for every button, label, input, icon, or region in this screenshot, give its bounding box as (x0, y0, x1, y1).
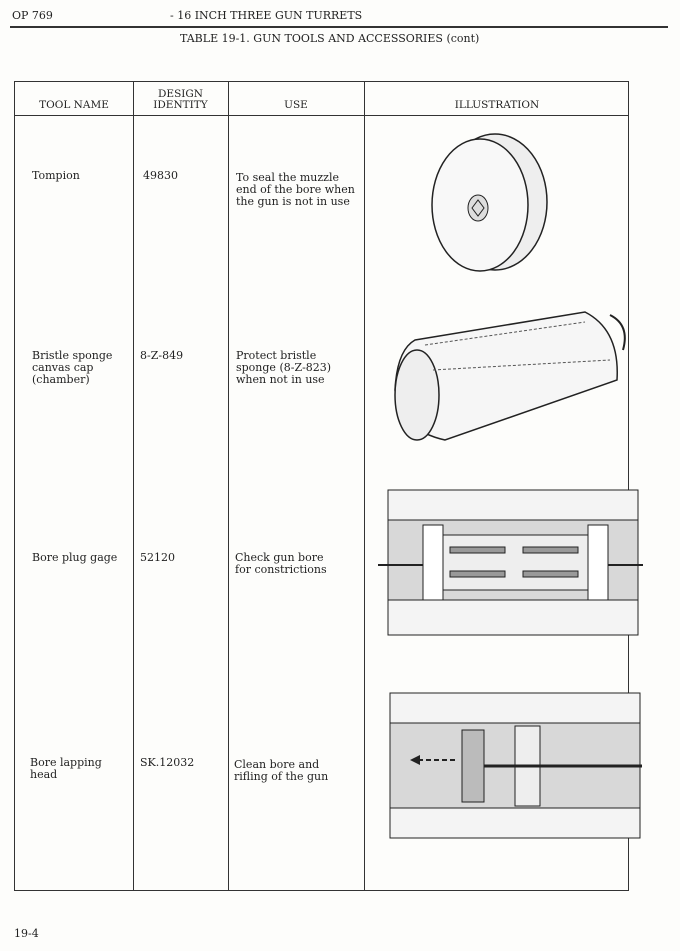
col-header-illustration: ILLUSTRATION (454, 99, 540, 111)
header-rule (10, 26, 668, 28)
tool-name: Bore plug gage (32, 551, 118, 564)
col-header-tool-name: TOOL NAME (39, 99, 109, 111)
tool-use: Clean bore and rifling of the gun (234, 758, 329, 783)
col-header-use: USE (284, 99, 308, 111)
tool-name: Tompion (32, 169, 80, 182)
tool-use: To seal the muzzle end of the bore when … (236, 171, 355, 208)
bore-plug-gage-drawing (378, 489, 643, 636)
bore-lapping-head-drawing (389, 692, 642, 839)
col-header-design-identity: DESIGN IDENTITY (153, 88, 208, 111)
tool-name: Bristle sponge canvas cap (chamber) (32, 349, 113, 386)
tompion-drawing (431, 133, 548, 272)
tool-name: Bore lapping head (30, 756, 102, 781)
tool-use: Check gun bore for constrictions (235, 551, 327, 576)
doc-title: - 16 INCH THREE GUN TURRETS (170, 9, 363, 22)
tool-use: Protect bristle sponge (8-Z-823) when no… (236, 349, 332, 386)
doc-id: OP 769 (12, 9, 53, 22)
design-identity: 49830 (143, 169, 178, 182)
canvas-cap-drawing (394, 311, 626, 441)
design-identity: 8-Z-849 (140, 349, 184, 362)
tools-table: TOOL NAME DESIGN IDENTITY USE ILLUSTRATI… (14, 81, 629, 891)
table-title: TABLE 19-1. GUN TOOLS AND ACCESSORIES (c… (180, 32, 480, 45)
page-number: 19-4 (14, 927, 39, 940)
design-identity: 52120 (140, 551, 175, 564)
design-identity: SK.12032 (140, 756, 195, 769)
